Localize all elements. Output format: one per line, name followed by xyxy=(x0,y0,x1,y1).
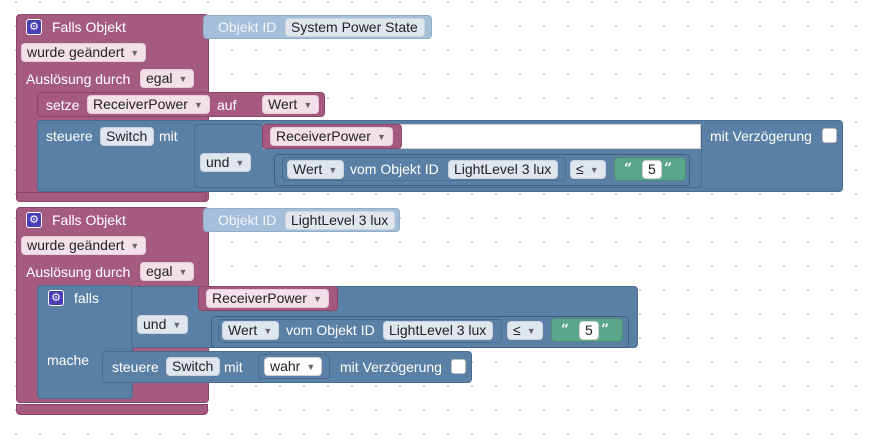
quote-open-icon: “ xyxy=(624,161,633,177)
delay-label: mit Verzögerung xyxy=(710,128,812,144)
value-dropdown[interactable]: Wert▼ xyxy=(287,160,345,179)
gear-icon[interactable]: ⚙ xyxy=(48,290,64,306)
trigger-by-dropdown[interactable]: egal▼ xyxy=(140,262,195,281)
quote-close-icon: ” xyxy=(664,161,673,177)
value-dropdown[interactable]: Wert▼ xyxy=(222,321,280,340)
and-dropdown[interactable]: und▼ xyxy=(137,315,189,334)
control-label: steuere xyxy=(46,128,93,144)
quote-open-icon: “ xyxy=(561,322,570,338)
set-label: setze xyxy=(46,97,80,113)
and-var-dropdown[interactable]: ReceiverPower▼ xyxy=(206,289,329,308)
trigger-by-label: Auslösung durch xyxy=(26,264,131,280)
from-object-label: vom Objekt ID xyxy=(286,322,375,338)
set-var-dropdown[interactable]: ReceiverPower▼ xyxy=(87,95,210,114)
gear-icon[interactable]: ⚙ xyxy=(26,19,42,35)
dropdown-arrow-icon: ▼ xyxy=(178,267,188,277)
number-field[interactable]: 5 xyxy=(642,160,662,179)
dropdown-arrow-icon: ▼ xyxy=(376,132,386,142)
event-header-label: Falls Objekt xyxy=(52,212,126,228)
trigger-by-dropdown[interactable]: egal▼ xyxy=(140,69,195,88)
control-target-value[interactable]: Switch xyxy=(100,127,155,146)
quote-close-icon: ” xyxy=(601,322,610,338)
event-block-1-foot xyxy=(16,192,206,202)
with-label: mit xyxy=(224,359,243,375)
with-label: mit xyxy=(159,128,178,144)
dropdown-arrow-icon: ▼ xyxy=(526,326,536,336)
boolean-dropdown[interactable]: wahr▼ xyxy=(264,357,323,376)
dropdown-arrow-icon: ▼ xyxy=(263,326,273,336)
dropdown-arrow-icon: ▼ xyxy=(306,362,316,372)
and-dropdown[interactable]: und▼ xyxy=(200,153,252,172)
object-id-label: Objekt ID xyxy=(218,19,277,35)
dropdown-arrow-icon: ▼ xyxy=(178,74,188,84)
number-field[interactable]: 5 xyxy=(579,321,599,340)
dropdown-arrow-icon: ▼ xyxy=(130,48,140,58)
to-value-dropdown[interactable]: Wert▼ xyxy=(262,95,320,114)
from-object-label: vom Objekt ID xyxy=(350,161,439,177)
operator-dropdown[interactable]: ≤▼ xyxy=(507,321,543,340)
dropdown-arrow-icon: ▼ xyxy=(303,100,313,110)
object-id-label: Objekt ID xyxy=(218,212,277,228)
dropdown-arrow-icon: ▼ xyxy=(235,158,245,168)
compare-object-value[interactable]: LightLevel 3 lux xyxy=(448,160,559,179)
checkbox-icon[interactable] xyxy=(822,128,837,143)
delay-label: mit Verzögerung xyxy=(340,359,442,375)
compare-object-value[interactable]: LightLevel 3 lux xyxy=(383,321,494,340)
dropdown-arrow-icon: ▼ xyxy=(172,320,182,330)
to-label: auf xyxy=(217,97,237,113)
control-target-value[interactable]: Switch xyxy=(166,357,221,376)
do-label: mache xyxy=(47,352,90,368)
dropdown-arrow-icon: ▼ xyxy=(328,165,338,175)
trigger-mode-dropdown[interactable]: wurde geändert▼ xyxy=(21,236,147,255)
control-label: steuere xyxy=(112,359,159,375)
dropdown-arrow-icon: ▼ xyxy=(312,294,322,304)
event-header-label: Falls Objekt xyxy=(52,19,126,35)
if-label: falls xyxy=(74,290,99,306)
dropdown-arrow-icon: ▼ xyxy=(130,241,140,251)
operator-dropdown[interactable]: ≤▼ xyxy=(570,160,606,179)
event-block-2-foot xyxy=(16,404,208,415)
trigger-by-label: Auslösung durch xyxy=(26,71,131,87)
object-id-value[interactable]: LightLevel 3 lux xyxy=(285,211,396,230)
object-id-value[interactable]: System Power State xyxy=(285,18,425,37)
gear-icon[interactable]: ⚙ xyxy=(26,212,42,228)
and-var-dropdown[interactable]: ReceiverPower▼ xyxy=(270,127,393,146)
dropdown-arrow-icon: ▼ xyxy=(193,100,203,110)
dropdown-arrow-icon: ▼ xyxy=(589,165,599,175)
trigger-mode-dropdown[interactable]: wurde geändert▼ xyxy=(21,43,147,62)
checkbox-icon[interactable] xyxy=(451,359,466,374)
